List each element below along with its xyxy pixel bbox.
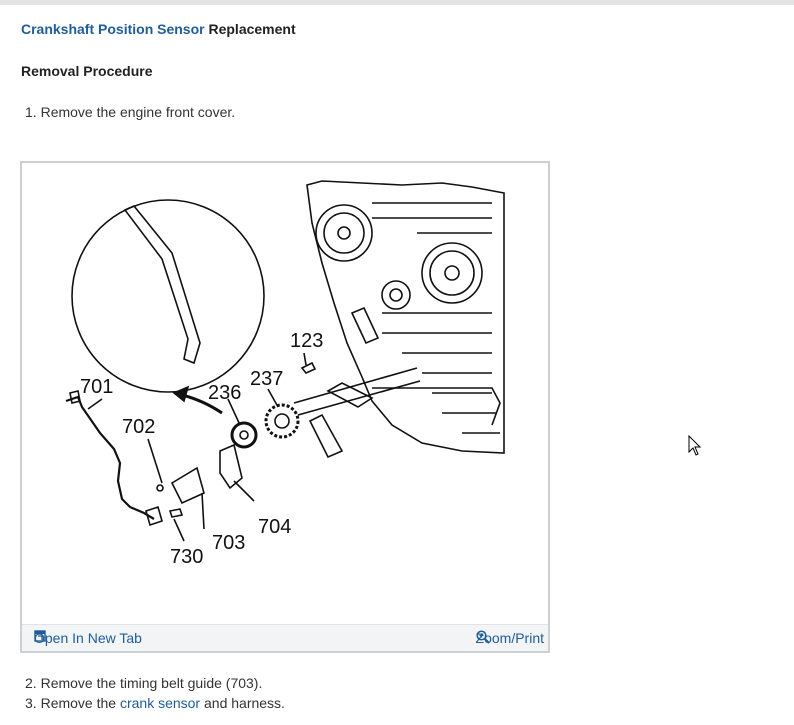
engine-diagram: 123 236 237 701 702 703 704 730 [65,180,505,568]
open-new-tab-icon [34,630,46,642]
figure-footer: Open In New Tab Zoom/Print [22,624,548,651]
magnifier-plus-icon [475,630,490,644]
callout-702: 702 [122,416,155,438]
crankshaft-sensor-link[interactable]: Crankshaft Position Sensor [21,21,205,37]
top-bar [0,0,794,5]
bolt-730 [168,508,184,518]
callout-730: 730 [170,546,203,568]
reluctor-236 [230,421,258,449]
crank-sensor-link[interactable]: crank sensor [119,695,201,711]
procedure-figure: 123 236 237 701 702 703 704 730 Open In … [20,161,550,653]
detail-circle [71,199,265,393]
step-text-pre: Remove the [40,695,120,711]
crank-bolt [293,367,421,416]
step-text: Remove the engine front cover. [40,104,236,120]
callout-236: 236 [208,382,241,404]
belt-guide-703 [170,466,205,505]
step-number: 3. [25,695,37,711]
open-in-new-tab-label: Open In New Tab [34,630,142,646]
callout-704: 704 [258,516,291,538]
step-1: 1. Remove the engine front cover. [25,104,235,120]
sprocket-237 [264,403,300,439]
page-title-rest: Replacement [204,21,296,37]
page-title: Crankshaft Position Sensor Replacement [21,21,296,37]
bolt-702 [156,484,164,492]
callout-123: 123 [290,330,323,352]
crank-snout [308,413,344,459]
bolt-123 [300,361,317,374]
callout-701: 701 [80,376,113,398]
step-text-post: and harness. [200,695,285,711]
step-2: 2. Remove the timing belt guide (703). [25,675,262,691]
step-3: 3. Remove the crank sensor and harness. [25,695,285,711]
engine-block [306,180,505,454]
step-text: Remove the timing belt guide (703). [40,675,263,691]
zoom-print-label: Zoom/Print [475,630,544,646]
section-heading: Removal Procedure [21,63,153,79]
step-number: 1. [25,104,37,120]
step-number: 2. [25,675,37,691]
open-in-new-tab-link[interactable]: Open In New Tab [34,630,142,646]
sensor-harness-701 [65,395,155,520]
cover-704 [219,443,243,490]
mouse-cursor-icon [688,435,702,456]
zoom-print-link[interactable]: Zoom/Print [476,630,544,646]
guide-detail [123,205,201,365]
callout-703: 703 [212,532,245,554]
arrow-head [172,385,190,403]
callout-237: 237 [250,368,283,390]
